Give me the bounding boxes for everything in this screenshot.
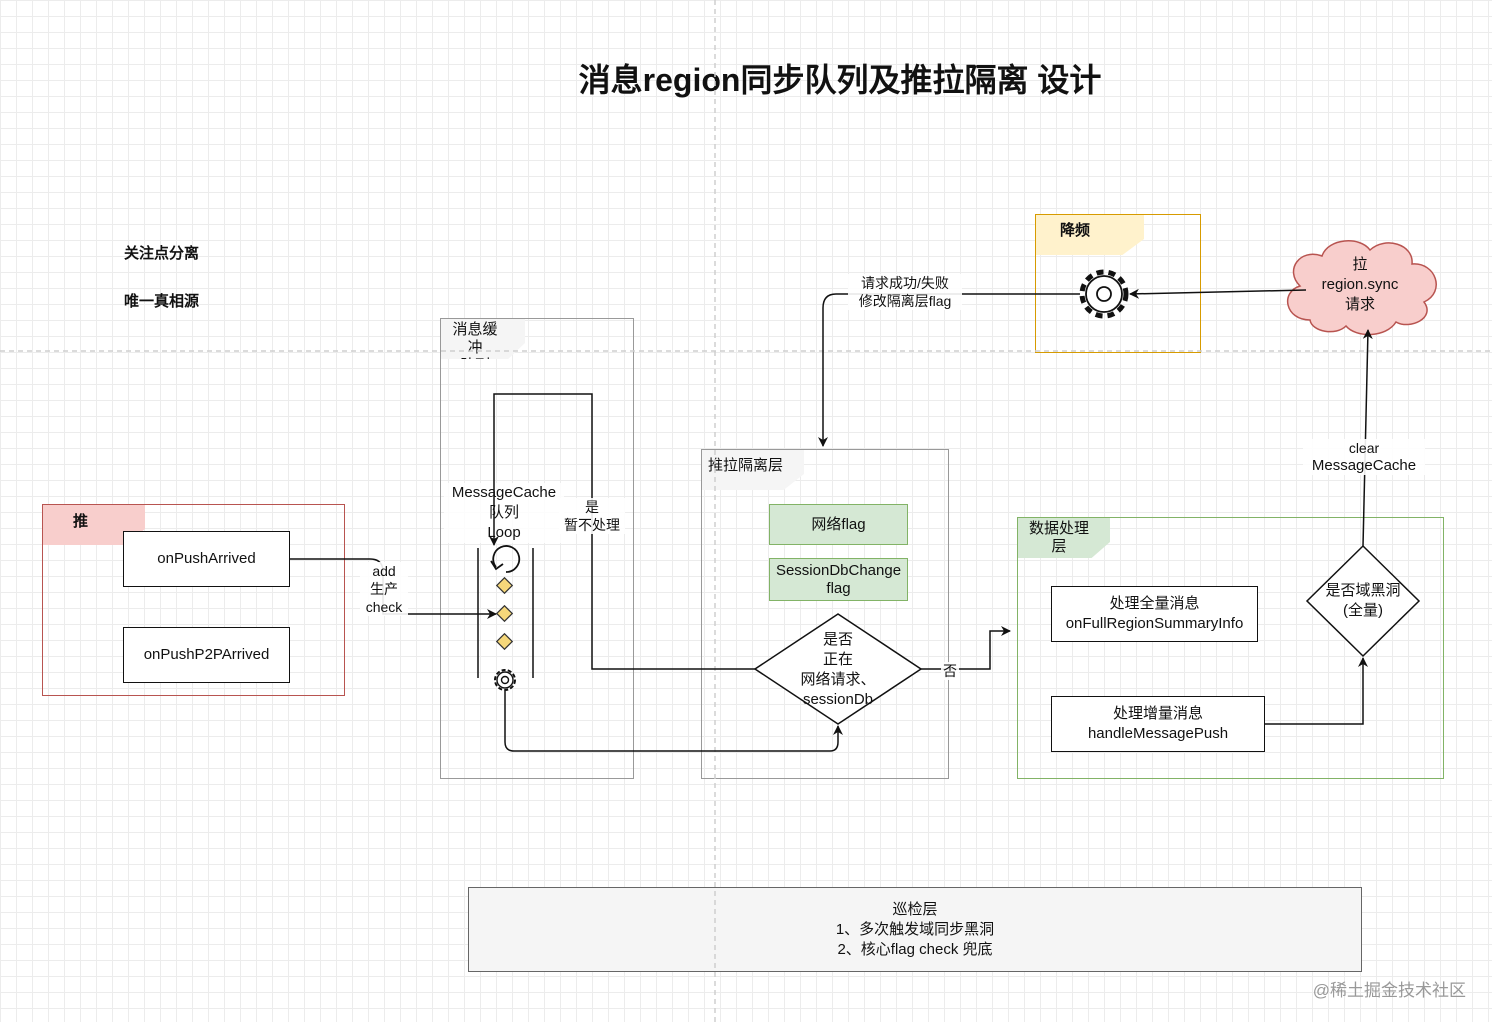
clear-message-cache-label: clear MessageCache (1303, 439, 1425, 475)
on-push-arrived-label: onPushArrived (157, 550, 256, 567)
patrol-label-1: 巡检层 (892, 900, 938, 918)
cloud-label-3: 请求 (1344, 296, 1375, 313)
network-flag-box: 网络flag (769, 504, 908, 545)
throttle-tab: 降频 (1036, 215, 1144, 255)
queue-gear-icon (494, 669, 516, 691)
decision-label-1: 是否 (822, 631, 853, 648)
blackhole-label-2: (全量) (1343, 602, 1383, 619)
buffer-queue-label-2: 队列 (459, 357, 490, 374)
queue-item-diamond-icon (495, 632, 514, 651)
no-label: 否 (941, 662, 959, 680)
edge-req-2: 修改隔离层flag (858, 293, 952, 309)
patrol-label-2: 1、多次触发域同步黑洞 (835, 920, 995, 938)
isolation-label: 推拉隔离层 (708, 457, 784, 474)
loop-label-2: 队列 (488, 504, 519, 521)
processing-label-2: 层 (1051, 538, 1067, 555)
edge-add-2: 生产 (370, 581, 398, 597)
isolation-tab: 推拉隔离层 (702, 450, 804, 490)
queue-item-diamond-icon (495, 576, 514, 595)
throttle-to-isolation-connector (818, 293, 1080, 447)
watermark: @稀土掘金技术社区 (1312, 981, 1466, 1000)
buffer-queue-lane: 消息缓冲 队列 (440, 318, 634, 779)
processing-tab: 数据处理 层 (1018, 518, 1110, 558)
note-single-source: 唯一真相源 (124, 293, 200, 310)
push-lane-label: 推 (73, 513, 89, 530)
edge-clear-1: clear (1348, 440, 1380, 456)
cloud-to-throttle-connector (1129, 288, 1307, 299)
blackhole-label-1: 是否域黑洞 (1325, 582, 1401, 599)
on-push-arrived-node[interactable]: onPushArrived (123, 531, 290, 587)
isolation-lane: 推拉隔离层 (701, 449, 949, 779)
full-message-node[interactable]: 处理全量消息 onFullRegionSummaryInfo (1051, 586, 1258, 642)
incremental-message-node[interactable]: 处理增量消息 handleMessagePush (1051, 696, 1265, 752)
refresh-loop-icon (490, 545, 521, 573)
decision-label-4: sessionDb (802, 691, 874, 708)
yes-hold-label: 是 暂不处理 (559, 498, 625, 534)
processing-lane: 数据处理 层 (1017, 517, 1444, 779)
session-flag-label-2: flag (826, 579, 851, 597)
cloud-label-2: region.sync (1321, 276, 1399, 293)
processing-label-1: 数据处理 (1028, 520, 1089, 537)
blackhole-to-cloud-connector (1362, 329, 1373, 547)
diagram-title: 消息region同步队列及推拉隔离 设计 (578, 62, 1102, 98)
buffer-queue-tab: 消息缓冲 队列 (441, 319, 525, 359)
push-lane: 推 (42, 504, 345, 696)
incremental-message-label-2: handleMessagePush (1087, 725, 1229, 742)
add-produce-check-label: add 生产 check (360, 562, 408, 616)
edge-yes-1: 是 (585, 499, 599, 515)
edge-add-3: check (365, 599, 403, 615)
message-cache-loop-label: MessageCache 队列 Loop (444, 483, 564, 543)
incremental-message-label-1: 处理增量消息 (1112, 705, 1203, 722)
decision-label-3: 网络请求、 (800, 671, 876, 688)
isolation-decision-label: 是否 正在 网络请求、 sessionDb (778, 630, 898, 710)
request-result-label: 请求成功/失败 修改隔离层flag (848, 274, 962, 310)
session-db-change-flag-box: SessionDbChange flag (769, 558, 908, 601)
network-flag-label: 网络flag (811, 515, 866, 533)
black-hole-decision-diamond[interactable] (1305, 544, 1421, 658)
full-message-label-1: 处理全量消息 (1109, 595, 1200, 612)
isolation-decision-diamond[interactable] (753, 613, 923, 725)
session-flag-label-1: SessionDbChange (775, 561, 902, 579)
incremental-to-blackhole-connector (1265, 657, 1368, 725)
note-separation: 关注点分离 (124, 245, 200, 262)
queue-item-diamond-icon (495, 604, 514, 623)
patrol-label-3: 2、核心flag check 兜底 (837, 940, 993, 958)
on-push-p2p-arrived-node[interactable]: onPushP2PArrived (123, 627, 290, 683)
edge-add-1: add (372, 563, 396, 579)
queue-to-decision-connector (504, 691, 843, 752)
decision-label-2: 正在 (822, 651, 853, 668)
throttle-label: 降频 (1060, 222, 1091, 239)
full-message-label-2: onFullRegionSummaryInfo (1065, 615, 1244, 632)
yes-hold-loop-connector (489, 393, 755, 670)
patrol-layer-box: 巡检层 1、多次触发域同步黑洞 2、核心flag check 兜底 (468, 887, 1362, 972)
cloud-label-1: 拉 (1352, 256, 1368, 273)
region-sync-cloud-label: 拉 region.sync 请求 (1300, 255, 1420, 315)
edge-clear-2: MessageCache (1311, 457, 1417, 474)
loop-label-1: MessageCache (451, 484, 557, 501)
throttle-lane: 降频 (1035, 214, 1201, 353)
edge-yes-2: 暂不处理 (564, 517, 620, 533)
edge-no: 否 (943, 663, 957, 679)
throttle-gear-icon (1079, 269, 1129, 319)
edge-req-1: 请求成功/失败 (861, 275, 949, 291)
on-push-p2p-arrived-label: onPushP2PArrived (143, 646, 270, 663)
black-hole-decision-label: 是否域黑洞 (全量) (1305, 581, 1421, 621)
no-to-processing-connector (921, 626, 1011, 670)
